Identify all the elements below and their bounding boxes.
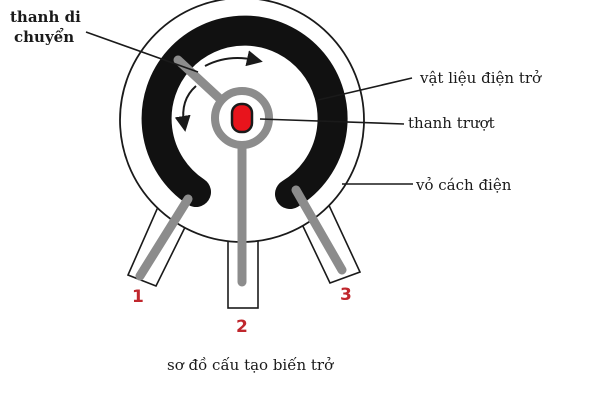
leader-slider: [259, 118, 405, 125]
label-wiper-arm-line2: chuyển: [14, 28, 74, 46]
rotation-arrow-ccw: [174, 85, 197, 132]
rotation-arrow-cw: [204, 50, 263, 67]
terminal-number-1: 1: [132, 287, 144, 307]
label-insulating-shell: vỏ cách điện: [415, 176, 512, 194]
diagram-caption: sơ đồ cấu tạo biến trở: [167, 356, 334, 374]
leader-wiper-arm: [85, 31, 199, 73]
slider-contact: [230, 102, 254, 134]
lead-terminal-3: [291, 185, 347, 275]
lead-terminal-1: [135, 194, 193, 281]
terminal-number-3: 3: [340, 285, 352, 305]
leader-resistive-material: [317, 77, 413, 101]
label-wiper-arm-line1: thanh di: [10, 8, 81, 26]
label-resistive-material: vật liệu điện trở: [419, 69, 542, 87]
resistive-track: [141, 15, 348, 209]
label-slider: thanh trượt: [408, 114, 495, 132]
terminal-number-2: 2: [236, 317, 248, 337]
